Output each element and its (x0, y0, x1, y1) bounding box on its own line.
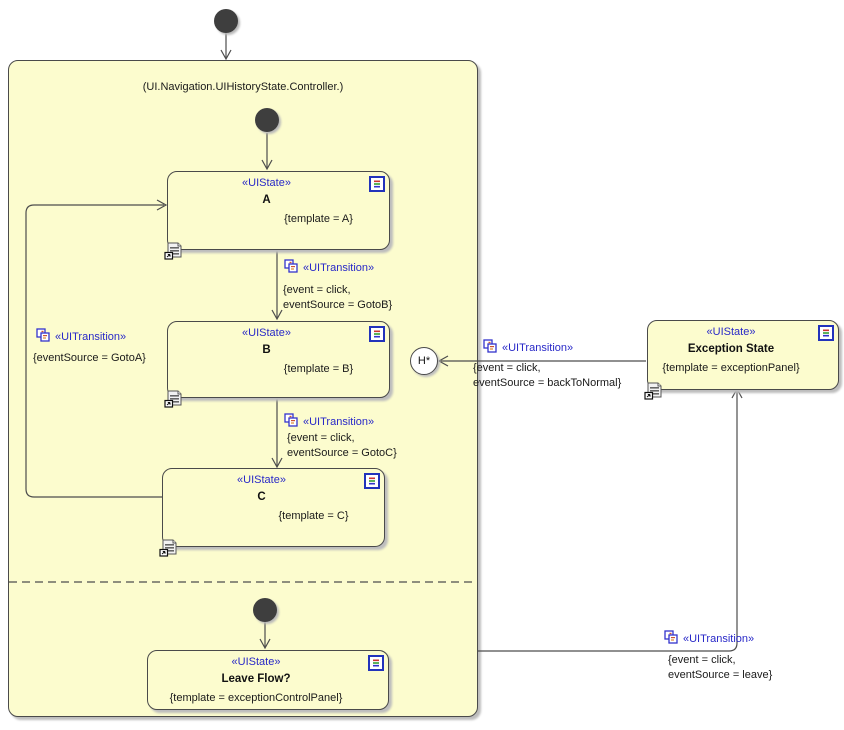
state-leave-flow-stereotype: «UIState» (231, 656, 281, 668)
initial-state-bottom-region[interactable] (253, 598, 277, 622)
state-b-constraint: {template = B} (283, 363, 354, 375)
state-exception-name: Exception State (687, 343, 775, 355)
decomposition-icon (164, 390, 184, 411)
transition-exception-to-history-label[interactable]: «UITransition» (483, 339, 573, 356)
compartment-list-icon[interactable] (364, 473, 380, 492)
compartment-list-icon[interactable] (369, 176, 385, 195)
transition-line-leave-to-exception[interactable] (478, 391, 738, 652)
state-c[interactable]: «UIState» C {template = C} (159, 468, 385, 557)
state-leave-flow-constraint: {template = exceptionControlPanel} (169, 692, 343, 704)
decomposition-icon (164, 242, 184, 263)
transition-copy-icon (284, 413, 298, 430)
transition-b-to-c-label[interactable]: «UITransition» (284, 413, 374, 430)
decomposition-icon (159, 539, 179, 560)
state-a-name: A (262, 194, 271, 206)
transition-copy-icon (284, 259, 298, 276)
transition-leave-to-exception-stereotype: «UITransition» (683, 632, 755, 645)
state-c-constraint: {template = C} (278, 510, 349, 522)
state-exception[interactable]: «UIState» Exception State {template = ex… (644, 320, 839, 400)
state-c-name: C (257, 491, 266, 503)
initial-state-top[interactable] (214, 9, 238, 33)
transition-a-to-b-stereotype: «UITransition» (303, 261, 375, 274)
transition-c-to-a-props: {eventSource = GotoA} (33, 352, 146, 364)
transition-c-to-a-stereotype: «UITransition» (55, 330, 127, 343)
transition-b-to-c-stereotype: «UITransition» (303, 415, 375, 428)
compartment-list-icon[interactable] (818, 325, 834, 344)
state-exception-constraint: {template = exceptionPanel} (662, 362, 800, 374)
transition-leave-to-exception-label[interactable]: «UITransition» (664, 630, 754, 647)
composite-state-title: (UI.Navigation.UIHistoryState.Controller… (142, 81, 344, 93)
transition-copy-icon (664, 630, 678, 647)
arrowhead-down-composite (220, 49, 232, 61)
compartment-list-icon[interactable] (369, 326, 385, 345)
state-b[interactable]: «UIState» B {template = B} (164, 321, 390, 408)
transition-copy-icon (483, 339, 497, 356)
deep-history-label: H* (417, 355, 431, 367)
state-b-name: B (262, 344, 271, 356)
state-a-constraint: {template = A} (284, 213, 353, 225)
transition-leave-to-exception-props: {event = click, eventSource = leave} (668, 654, 773, 681)
transition-copy-icon (36, 328, 50, 345)
transition-exception-to-history-stereotype: «UITransition» (502, 341, 574, 354)
transition-a-to-b-props: {event = click, eventSource = GotoB} (283, 284, 393, 311)
state-b-stereotype: «UIState» (242, 327, 291, 339)
transition-c-to-a-label[interactable]: «UITransition» (36, 328, 126, 345)
transition-exception-to-history-props: {event = click, eventSource = backToNorm… (473, 362, 622, 389)
state-c-stereotype: «UIState» (237, 474, 286, 486)
state-exception-stereotype: «UIState» (706, 326, 756, 338)
transition-a-to-b-label[interactable]: «UITransition» (284, 259, 374, 276)
compartment-list-icon[interactable] (368, 655, 384, 674)
state-leave-flow-name: Leave Flow? (221, 673, 291, 685)
decomposition-icon (644, 382, 664, 403)
state-a-stereotype: «UIState» (242, 177, 291, 189)
transition-b-to-c-props: {event = click, eventSource = GotoC} (287, 432, 397, 459)
state-leave-flow[interactable]: «UIState» Leave Flow? {template = except… (147, 650, 389, 710)
initial-state-main-region[interactable] (255, 108, 279, 132)
arrowhead-up-exception (731, 387, 743, 399)
deep-history-pseudostate[interactable]: H* (410, 347, 438, 375)
state-a[interactable]: «UIState» A {template = A} (164, 171, 390, 260)
